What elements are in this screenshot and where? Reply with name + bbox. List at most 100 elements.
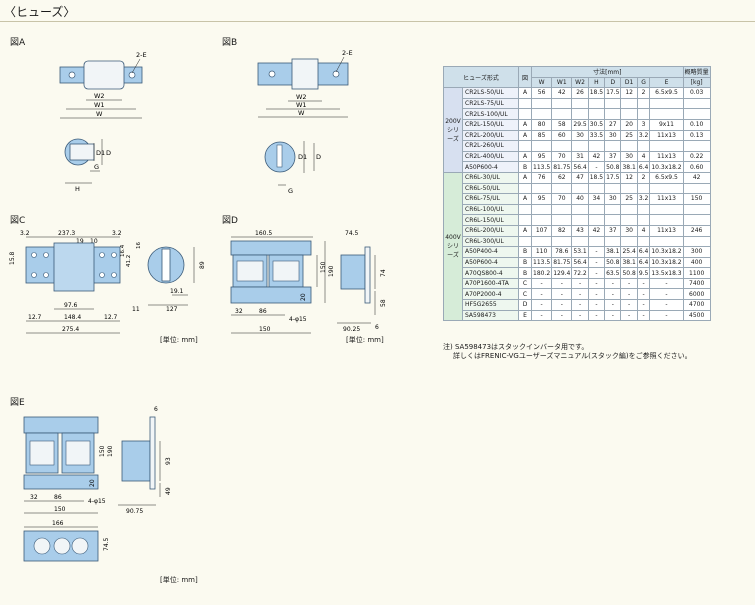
table-cell: 113.5 [530,256,553,269]
table-cell: 81.75 [551,161,573,173]
table-col-header: W2 [571,76,589,89]
table-cell: 95 [530,193,553,205]
table-row: CR2L-260/UL [444,140,711,152]
page-header: 〈ヒューズ〉 [0,0,755,22]
table-cell-model: A50P600-4 [462,256,519,269]
table-cell: 11x13 [649,150,684,163]
table-cell: - [587,309,606,322]
table-cell [636,235,651,248]
fig-e-dim-2: 190 [107,445,114,457]
table-cell: - [604,309,622,322]
table-cell: 0.03 [682,87,711,99]
table-cell [571,182,589,195]
table-cell [636,203,651,216]
table-cell: 42 [587,224,606,237]
fig-e-dim-12: 49 [165,487,172,495]
fig-d-dim-9: 74.5 [345,230,359,237]
table-cell: 6.4 [636,246,651,258]
fig-c-dim-14: 275.4 [62,326,79,333]
table-cell [604,182,622,195]
table-cell [518,203,532,216]
table-cell: 4 [636,150,651,163]
table-cell-model: CR2L-150/UL [462,118,519,131]
fig-e-side-body [121,440,151,482]
table-cell-model: A50P600-4 [462,161,519,173]
table-group-200v: 200V シリーズ [443,87,463,173]
fig-e-dim-8: 166 [52,520,64,527]
table-cell: 42 [587,150,606,163]
table-cell: 50.8 [604,161,622,173]
table-cell: - [551,299,573,311]
table-cell: 1100 [682,267,711,279]
table-cell [530,182,553,195]
table-cell: - [620,277,638,290]
table-cell: - [587,161,606,173]
table-cell [636,182,651,195]
fig-c-dim-7: 16.4 [120,244,126,257]
fig-c-dim-3: 19 [76,238,84,245]
table-cell: - [649,277,684,290]
table-cell: - [571,309,589,322]
table-cell-model: CR6L-100/UL [462,203,519,216]
table-cell [530,97,553,110]
table-cell: 38.1 [620,256,638,269]
table-cell: 25 [620,193,638,205]
table-cell [636,214,651,226]
table-cell: 85 [530,129,553,142]
table-cell: B [518,256,532,269]
table-cell: 43 [571,224,589,237]
fig-a-dim-2e: 2-E [136,51,147,59]
table-cell: C [518,277,532,290]
fig-c-dim-6: 15.8 [9,251,16,265]
table-cell: 7400 [682,277,711,290]
table-header-dims: 寸法[mm] [531,66,684,78]
table-note: 注) SA598473はスタックインバータ用です。 詳しくはFRENIC-VGユ… [443,343,692,361]
table-cell [571,203,589,216]
table-row: CR6L-100/UL [444,203,711,216]
table-cell-model: A50P400-4 [462,246,519,258]
table-cell [530,214,553,226]
table-col-header: D [604,76,622,89]
table-cell: - [587,288,606,301]
fig-c-dim-8: 41.2 [126,255,132,267]
fig-d-dim-13: 90.25 [343,326,360,333]
table-cell: - [530,309,553,322]
table-cell [551,235,573,248]
table-cell: - [571,277,589,290]
table-cell: A [518,224,532,237]
table-cell [636,108,651,120]
figure-e-drawing: 150 190 20 32 86 4-φ15 150 166 74.5 6 93… [23,406,172,562]
table-cell: 0.22 [682,150,711,163]
table-cell: 4500 [682,309,711,322]
table-cell: 12 [620,171,638,184]
table-cell [551,182,573,195]
table-col-header: G [636,76,651,89]
table-cell [620,97,638,110]
note-line-1: 注) SA598473はスタックインバータ用です。 [443,343,589,351]
table-cell: - [649,309,684,322]
table-cell: - [587,267,606,279]
fig-e-dim-13: 90.75 [126,508,143,515]
table-cell [636,97,651,110]
fig-c-dim-10: 97.6 [64,302,78,309]
table-cell: - [604,288,622,301]
table-cell-model: CR2L-200/UL [462,129,519,142]
table-cell-model: CR6L-30/UL [462,171,519,184]
fig-c-dim-1: 3.2 [20,230,30,237]
table-cell: 38.1 [604,246,622,258]
table-cell: - [620,299,638,311]
fig-b-dim-w1: W1 [296,101,307,109]
fig-a-dim-d: D [106,149,111,157]
table-group-400v: 400V シリーズ [443,171,463,322]
table-cell: 26 [571,87,589,99]
table-cell [530,108,553,120]
table-cell: 17.5 [604,171,622,184]
table-cell: - [604,277,622,290]
table-cell [518,214,532,226]
